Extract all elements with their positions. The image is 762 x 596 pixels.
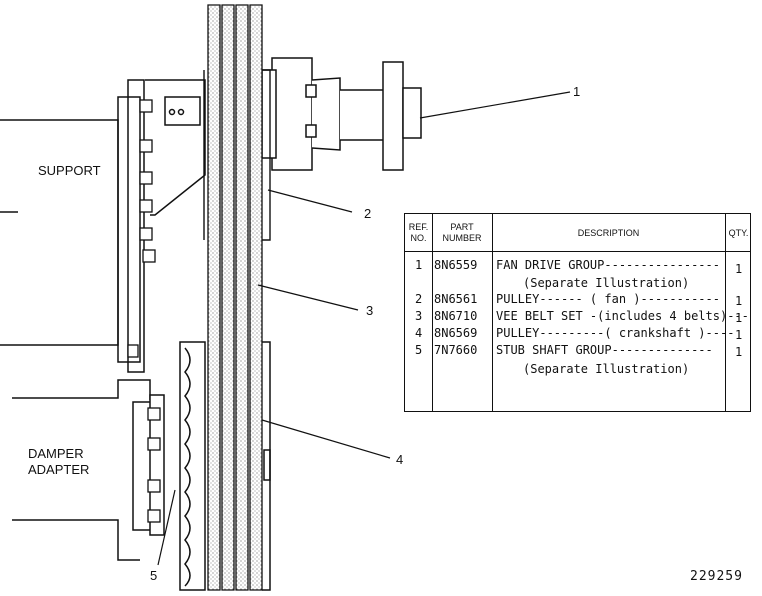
table-row-continuation: (Separate Illustration) <box>523 276 690 290</box>
header-description: DESCRIPTION <box>577 228 640 238</box>
table-row: 2 8N6561 PULLEY------ ( fan )-----------… <box>415 292 743 308</box>
bracket <box>145 79 206 216</box>
callout-3: 3 <box>366 303 374 318</box>
adapter-label: ADAPTER <box>28 462 90 477</box>
leader-lines <box>157 91 571 566</box>
header-ref-no: REF. NO. <box>408 222 429 243</box>
header-qty: QTY. <box>728 228 749 238</box>
table-row: 1 8N6559 FAN DRIVE GROUP----------------… <box>415 258 743 276</box>
support-label: SUPPORT <box>38 163 101 178</box>
damper-bolts <box>147 407 161 523</box>
damper-adapter <box>12 379 165 561</box>
header-part-number: PART NUMBER <box>442 222 482 243</box>
support-bolts <box>127 99 156 358</box>
crankshaft-pulley <box>179 341 271 591</box>
table-row: 5 7N7660 STUB SHAFT GROUP-------------- … <box>415 343 743 359</box>
figure-number: 229259 <box>690 569 743 584</box>
callout-1: 1 <box>573 84 581 99</box>
callout-2: 2 <box>364 206 372 221</box>
damper-label: DAMPER <box>28 446 84 461</box>
table-row-continuation: (Separate Illustration) <box>523 362 690 376</box>
table-row: 4 8N6569 PULLEY---------( crankshaft )--… <box>415 326 743 342</box>
fan-drive-shaft <box>261 57 422 171</box>
callout-4: 4 <box>396 452 404 467</box>
support-housing <box>0 79 145 373</box>
parts-list-table: REF. NO. PART NUMBER DESCRIPTION QTY. 1 … <box>404 213 751 412</box>
callout-5: 5 <box>150 568 158 583</box>
vee-belt-set <box>207 4 263 591</box>
fan-pulley <box>203 69 271 241</box>
table-row: 3 8N6710 VEE BELT SET -(includes 4 belts… <box>415 309 749 325</box>
